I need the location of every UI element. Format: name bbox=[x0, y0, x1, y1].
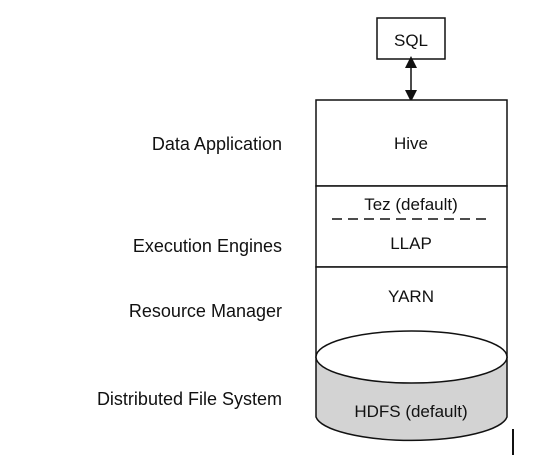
sql-box bbox=[376, 17, 446, 60]
tez-label: Tez (default) bbox=[364, 195, 458, 214]
data-application-label: Data Application bbox=[152, 134, 282, 154]
distributed-file-system-label: Distributed File System bbox=[97, 389, 282, 409]
yarn-label: YARN bbox=[388, 287, 434, 306]
sql-label: SQL bbox=[394, 31, 428, 50]
execution-engines-label: Execution Engines bbox=[133, 236, 282, 256]
hive-layer bbox=[315, 99, 508, 187]
hive-label: Hive bbox=[394, 134, 428, 153]
llap-label: LLAP bbox=[390, 234, 432, 253]
hdfs-cylinder-top bbox=[315, 330, 508, 384]
hdfs-label: HDFS (default) bbox=[354, 402, 467, 421]
resource-manager-label: Resource Manager bbox=[129, 301, 282, 321]
